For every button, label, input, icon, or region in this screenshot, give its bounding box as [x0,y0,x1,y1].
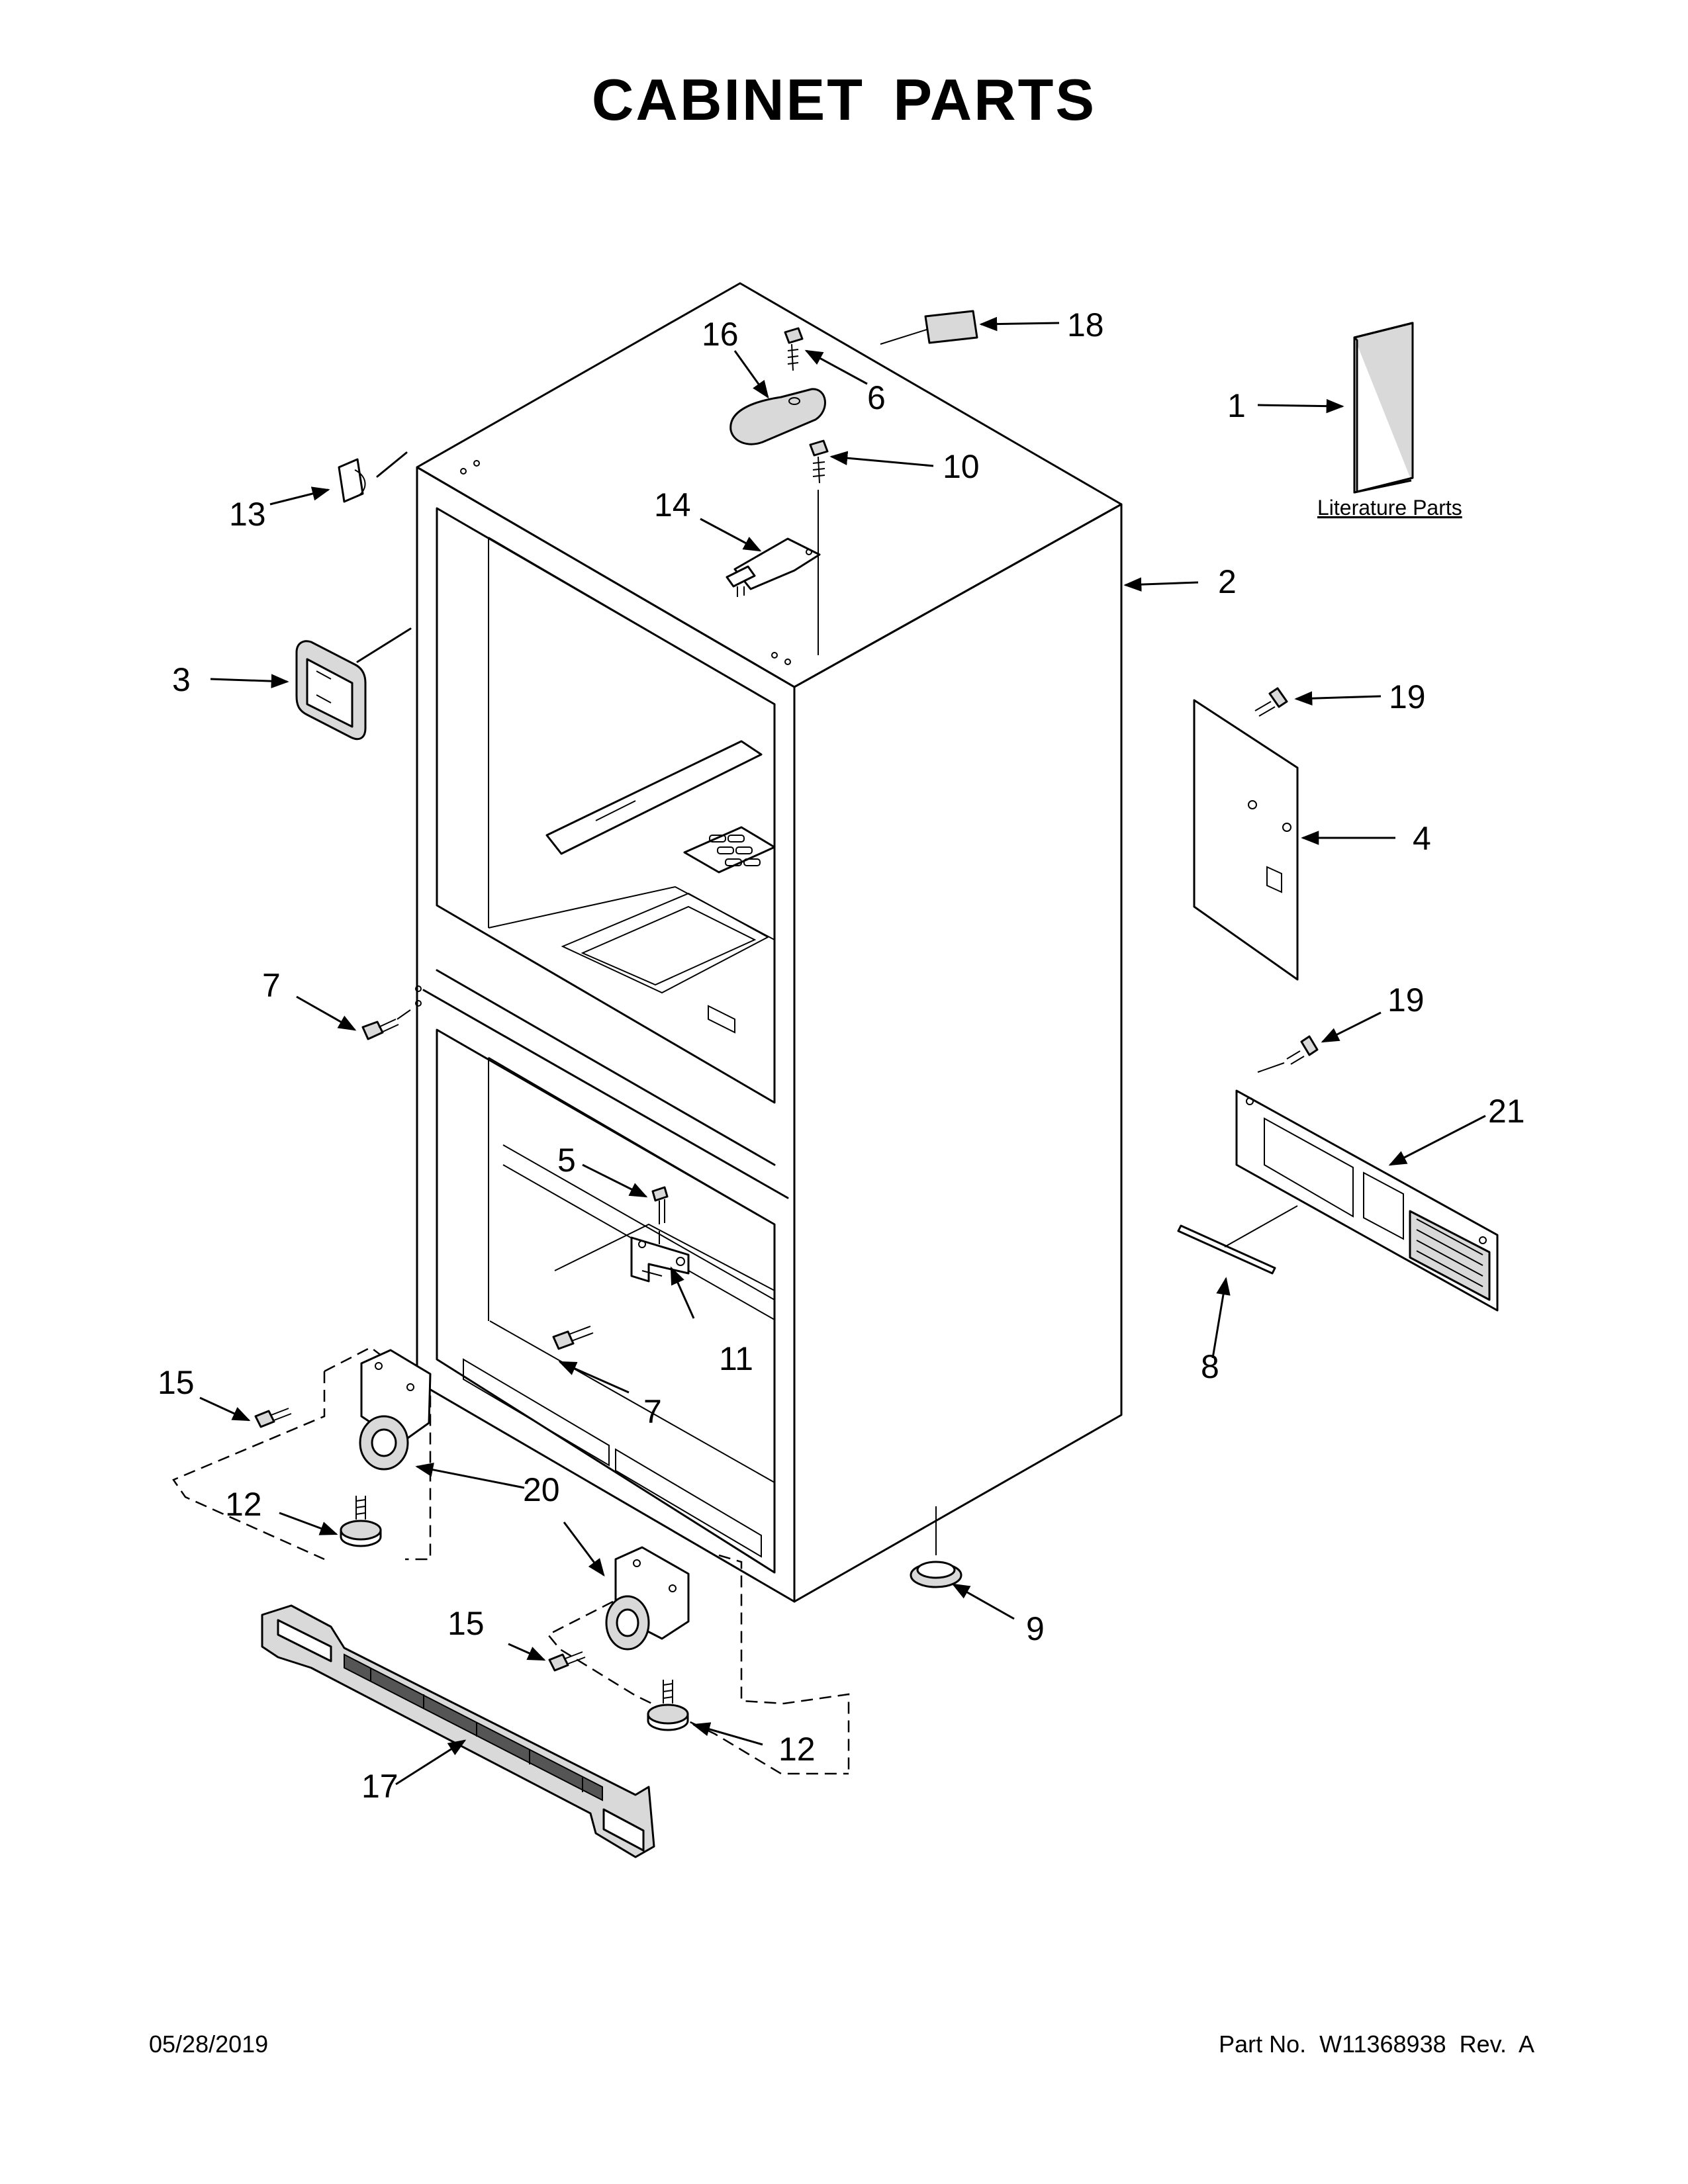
footer-part-number: Part No. W11368938 Rev. A [1219,2030,1534,2058]
part-10-screw [809,439,829,655]
callout-2: 2 [1218,563,1237,600]
callout-7-lower: 7 [643,1393,662,1430]
part-16-hinge-cover [729,388,826,445]
callout-5: 5 [557,1142,576,1179]
page-title: CABINET PARTS [591,67,1097,132]
refrigerator-cabinet [415,282,1123,1603]
part-19-screw-lower [1257,1035,1319,1073]
part-20-roller-right [547,1546,850,1775]
part-13-clip [338,451,408,503]
callout-8: 8 [1201,1348,1219,1385]
callout-4: 4 [1413,820,1431,857]
callout-16: 16 [702,316,739,353]
leader-lines [199,316,1486,1786]
part-4-access-panel [1193,699,1299,981]
callout-3: 3 [172,661,191,698]
callout-18: 18 [1067,306,1104,343]
part-3-cover [295,627,412,741]
callout-21: 21 [1488,1093,1525,1130]
callout-14: 14 [654,486,691,523]
footer-date: 05/28/2019 [149,2030,269,2058]
literature-parts-label: Literature Parts [1317,496,1462,520]
callout-19-lower: 19 [1387,981,1425,1019]
callout-11: 11 [719,1340,753,1377]
part-7-screw-upper [361,1009,411,1040]
part-21-rear-grille [1235,1089,1499,1312]
callout-12-right: 12 [778,1731,816,1768]
callout-15-left: 15 [158,1364,195,1401]
callout-9: 9 [1026,1610,1045,1647]
callout-10: 10 [943,448,980,485]
part-6-screw [784,327,804,371]
callout-numbers: 18 16 6 10 1 2 14 13 3 19 4 19 21 7 5 11… [158,306,1525,1805]
part-20-roller-left [172,1346,432,1561]
callout-12-left: 12 [225,1486,262,1523]
literature-book [1353,322,1414,494]
part-15-screw-right [548,1651,586,1672]
part-5-pin [651,1186,669,1244]
callout-1: 1 [1227,387,1246,424]
part-17-base-grille [261,1604,655,1858]
part-9-foot-pad [910,1561,962,1588]
part-11-center-hinge [630,1236,690,1283]
callout-17: 17 [361,1768,399,1805]
part-18-badge [924,310,978,344]
part-8-seal-strip [1177,1205,1298,1275]
callout-7-upper: 7 [262,967,281,1004]
callout-6: 6 [867,379,886,416]
part-12-leveling-leg-right [647,1680,689,1731]
vent-slots [709,835,761,866]
callout-20: 20 [523,1471,560,1508]
part-14-hinge-plate [726,537,821,597]
part-19-screw-upper [1254,687,1288,717]
callout-13: 13 [229,496,266,533]
callout-19-upper: 19 [1389,678,1426,715]
part-7-screw-lower [552,1326,594,1350]
callout-15-right: 15 [447,1605,485,1642]
part-12-leveling-leg-left [340,1496,382,1547]
part-15-screw-left [254,1408,292,1428]
